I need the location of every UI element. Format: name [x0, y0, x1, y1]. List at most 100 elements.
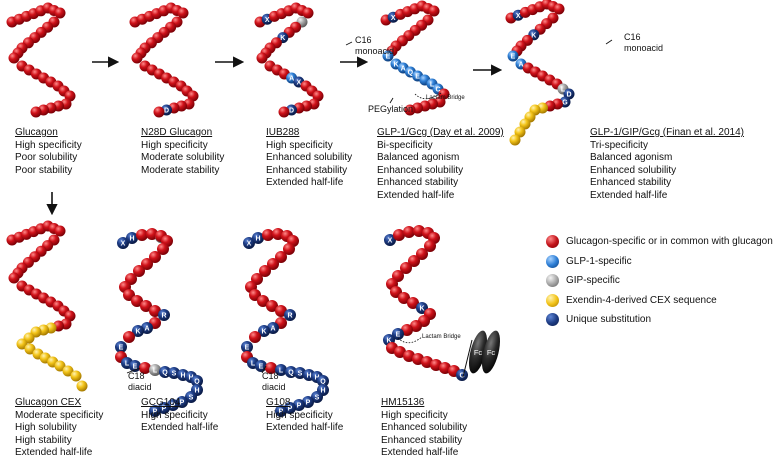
residue-label: Q [194, 379, 200, 386]
residue-bead [62, 365, 74, 377]
residue-bead [392, 328, 404, 340]
residue-bead [266, 300, 278, 312]
property: Enhanced stability [377, 177, 459, 189]
residue-bead [54, 360, 66, 372]
residue-bead [191, 375, 203, 387]
residue-bead [8, 272, 20, 284]
residue-label: D [289, 108, 294, 115]
residue-label: X [247, 241, 252, 248]
helix-cex [6, 220, 88, 392]
residue-label: E [511, 54, 516, 61]
molecule-name: GLP-1/GIP/Gcg (Finan et al. 2014) [590, 127, 744, 138]
caption-iub288: IUB288 High specificity Enhanced solubil… [266, 127, 352, 190]
lactam-bridge-arc [397, 336, 423, 344]
property: High specificity [141, 409, 208, 421]
residue-bead [243, 237, 255, 249]
residue-label: H [194, 388, 199, 395]
property: Tri-specificity [590, 139, 648, 151]
residue-label: L [279, 368, 284, 375]
residue-label: Q [320, 379, 326, 386]
residue-bead [283, 243, 295, 255]
residue-bead [265, 362, 277, 374]
caption-cex: Glucagon CEX Moderate specificity High s… [15, 397, 103, 460]
molecule-name: N28D Glucagon [141, 127, 213, 138]
fc-label: Fc [474, 348, 483, 357]
property: High specificity [266, 139, 333, 151]
residue-label: H [255, 236, 260, 243]
residue-label: E [245, 345, 250, 352]
residue-label: S [189, 395, 194, 402]
property: High specificity [266, 409, 333, 421]
annotation-tick [261, 365, 267, 374]
residue-bead [408, 255, 420, 267]
residue-label: X [121, 241, 126, 248]
caption-hm15136: HM15136 High specificity Enhanced solubi… [381, 397, 467, 460]
property: Moderate stability [141, 164, 220, 176]
annotation-tick [345, 41, 353, 46]
fc-domain [468, 330, 488, 374]
residue-label: H [306, 373, 311, 380]
residue-label: P [171, 403, 176, 410]
residue-bead [428, 5, 440, 17]
residue-bead [401, 324, 413, 336]
property: High stability [15, 434, 72, 446]
residue-bead [413, 225, 425, 237]
property: Moderate solubility [141, 152, 225, 164]
property: Enhanced solubility [266, 152, 353, 164]
progression-arrows [46, 56, 503, 216]
property: Extended half-life [590, 189, 668, 201]
annotation-tick [389, 97, 394, 104]
property: High specificity [15, 139, 82, 151]
residue-bead [382, 50, 394, 62]
residue-bead [131, 295, 143, 307]
residue-label: P [288, 406, 293, 413]
residue-bead [302, 7, 314, 19]
property: Enhanced stability [381, 434, 463, 446]
residue-bead [262, 229, 274, 241]
property: Poor stability [15, 164, 73, 176]
residue-bead [30, 106, 42, 118]
legend-label: Glucagon-specific or in common with gluc… [566, 236, 773, 247]
residue-label: K [135, 329, 140, 336]
residue-bead [139, 362, 151, 374]
property: Extended half-life [15, 447, 93, 459]
residue-bead [126, 232, 138, 244]
residue-bead [76, 380, 88, 392]
residue-bead [416, 248, 428, 260]
residue-label: E [133, 364, 138, 371]
residue-label: L [430, 82, 435, 89]
residue-bead [168, 367, 180, 379]
residue-bead [424, 240, 436, 252]
legend-label: Unique substitution [566, 314, 652, 325]
residue-bead [54, 225, 66, 237]
residue-bead [456, 369, 468, 381]
molecule-name: Glucagon [15, 127, 58, 138]
residue-label: E [386, 54, 391, 61]
residue-label: L [561, 87, 566, 94]
residue-bead [272, 228, 284, 240]
residue-bead [294, 367, 306, 379]
residue-label: K [531, 32, 536, 39]
residue-label: X [516, 13, 521, 20]
residue-bead [400, 262, 412, 274]
residue-bead [153, 106, 165, 118]
residue-label: G [562, 100, 568, 107]
residue-bead [258, 325, 270, 337]
residue-bead [115, 341, 127, 353]
residue-bead [259, 265, 271, 277]
property: High specificity [381, 409, 448, 421]
caption-glucagon: Glucagon High specificity Poor solubilit… [15, 127, 82, 177]
residue-bead [149, 405, 161, 417]
residue-label: C [459, 373, 464, 380]
residue-bead [158, 309, 170, 321]
lactam-bridge-label: Lactam Bridge [426, 95, 465, 101]
residue-bead [24, 343, 36, 355]
residue-label: L [125, 361, 130, 368]
residue-bead [159, 366, 171, 378]
